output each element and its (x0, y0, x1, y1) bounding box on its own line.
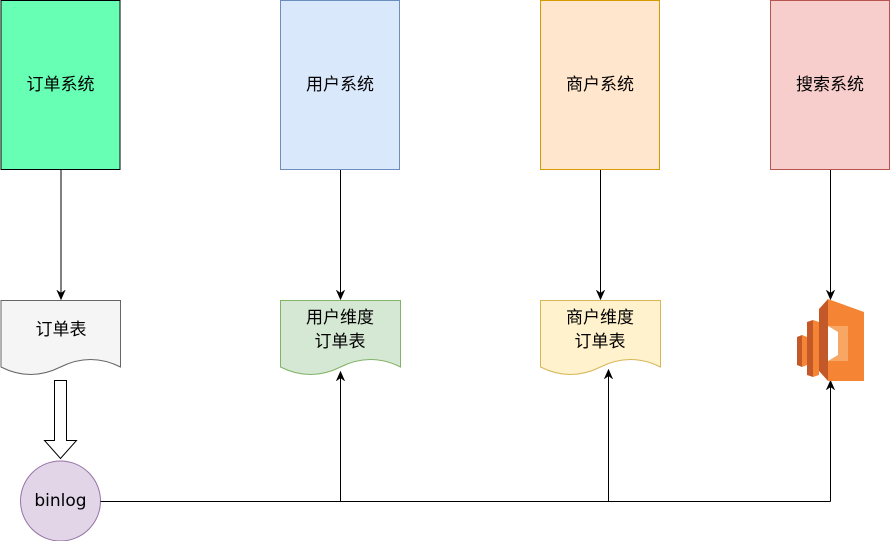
order-table-to-binlog-block-arrow (43, 380, 78, 460)
es-mid-bar-dark (807, 320, 813, 377)
elasticsearch-icon (797, 299, 864, 381)
merchant-table-doc (540, 300, 661, 375)
es-left-bar-light (802, 335, 807, 367)
user-system-box (280, 0, 400, 170)
es-frame-side (819, 299, 828, 381)
search-system-box (770, 0, 890, 170)
binlog-circle (20, 460, 101, 541)
es-frame-inner (828, 326, 848, 361)
user-table-doc (280, 300, 401, 375)
es-left-bar-dark (797, 335, 802, 367)
es-frame-front (828, 299, 864, 381)
es-mid-bar-light (813, 320, 819, 377)
order-table-doc (0, 300, 121, 375)
merchant-system-box (540, 0, 660, 170)
order-system-box (0, 0, 121, 170)
